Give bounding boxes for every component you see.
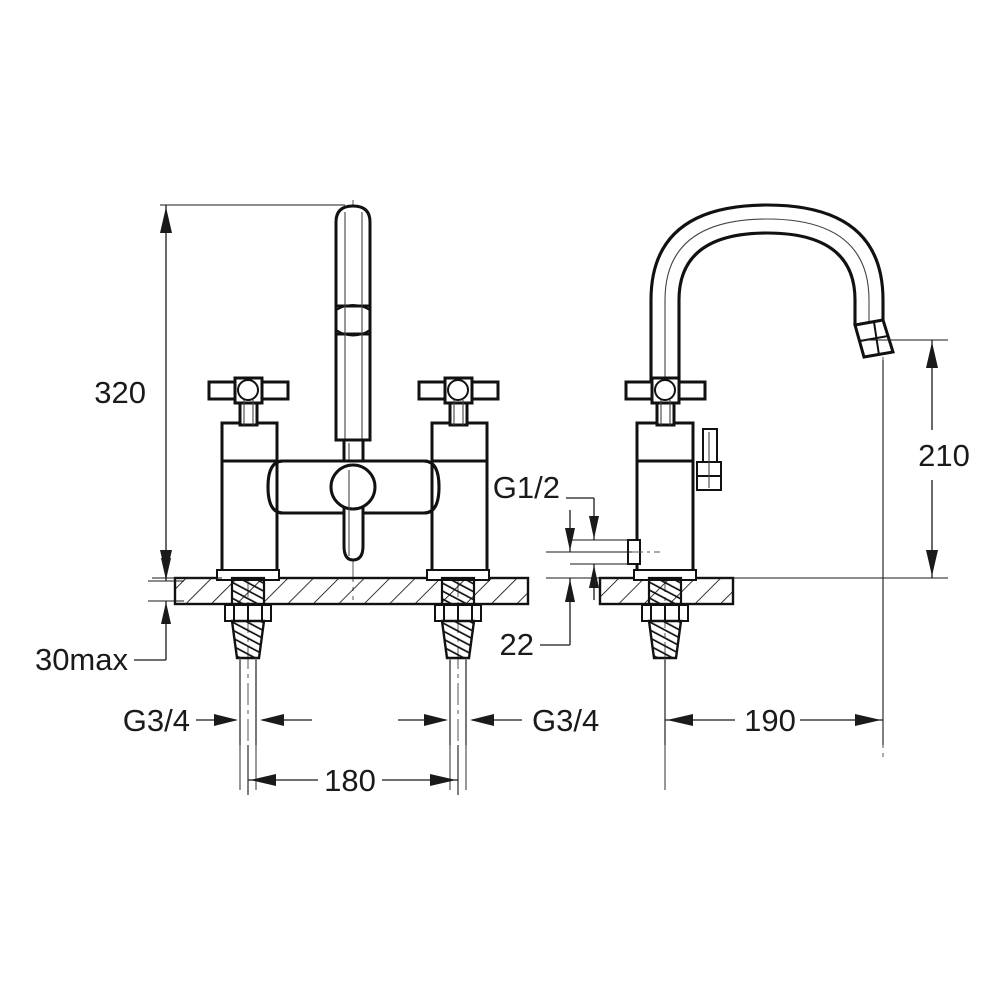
handset-riser — [334, 204, 372, 442]
swan-neck-spout — [649, 203, 895, 393]
dimension-190: 190 — [664, 360, 884, 745]
side-diverter-lever[interactable] — [696, 428, 722, 491]
side-view-group — [598, 203, 895, 790]
right-threaded-tail — [426, 569, 490, 790]
side-valve-body — [635, 421, 695, 580]
left-cross-handle[interactable] — [207, 376, 290, 427]
right-cross-handle[interactable] — [417, 376, 500, 427]
dimension-180-label: 180 — [324, 763, 376, 798]
dimension-320-label: 320 — [94, 375, 146, 410]
dimension-30max: 30max — [35, 555, 184, 677]
dimension-190-label: 190 — [744, 703, 796, 738]
dimension-180: 180 — [247, 745, 459, 798]
dimension-g34-right-label: G3/4 — [532, 703, 599, 738]
dimension-30max-label: 30max — [35, 642, 129, 677]
side-threaded-tail — [633, 569, 697, 790]
dimension-g12-label: G1/2 — [493, 470, 560, 505]
dimension-320: 320 — [94, 204, 345, 579]
dimension-22: 22 — [500, 510, 632, 662]
dimension-g34-left: G3/4 — [123, 660, 312, 745]
dimension-22-label: 22 — [500, 627, 534, 662]
dimension-g12: G1/2 — [493, 470, 634, 600]
diverter-knob — [329, 463, 377, 562]
front-view-group — [173, 200, 530, 790]
side-cross-handle[interactable] — [624, 376, 707, 427]
dimension-210: 210 — [700, 339, 970, 579]
left-threaded-tail — [216, 569, 280, 790]
dimension-g34-right: G3/4 — [398, 660, 599, 745]
dimension-g34-left-label: G3/4 — [123, 703, 190, 738]
right-valve-column — [430, 421, 489, 580]
dimension-210-label: 210 — [918, 438, 970, 473]
